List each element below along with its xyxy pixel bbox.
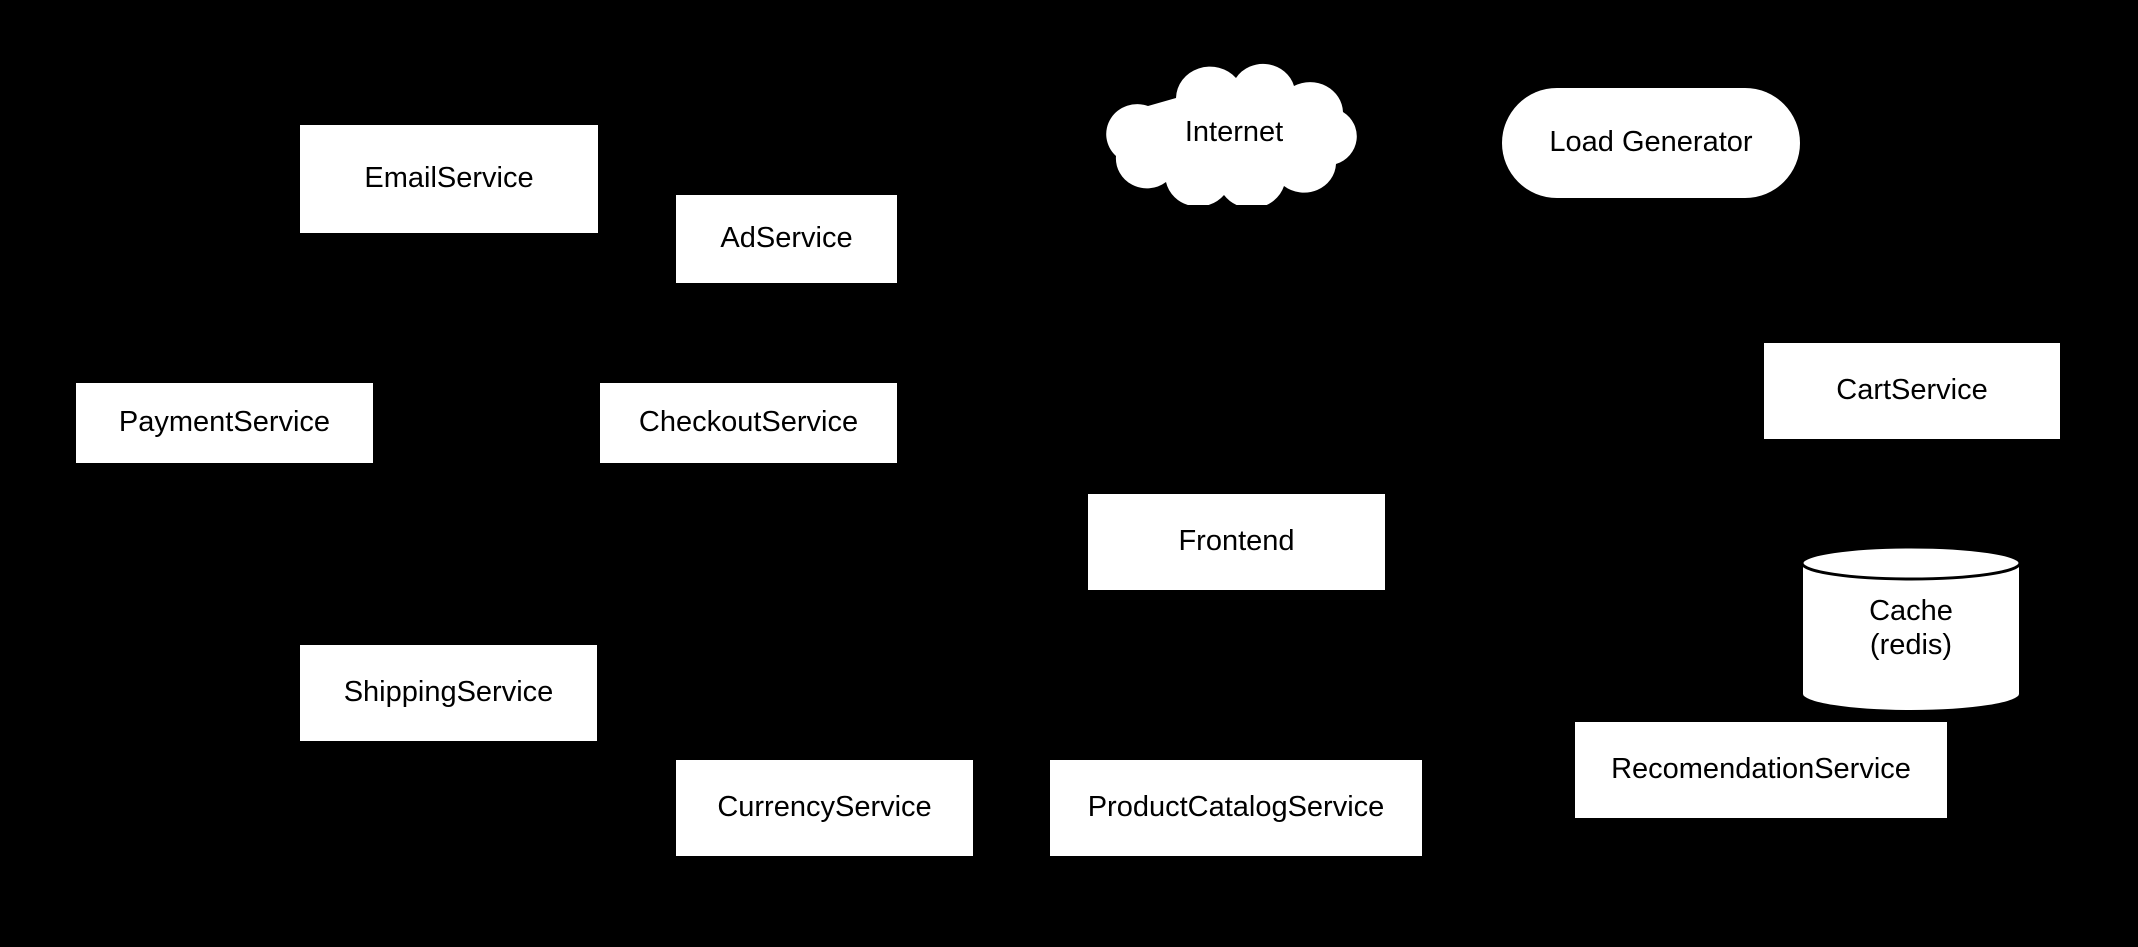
node-payment-service[interactable]: PaymentService — [76, 383, 373, 463]
node-label-load-generator: Load Generator — [1549, 126, 1753, 159]
node-label-ad-service: AdService — [720, 222, 853, 255]
node-ad-service[interactable]: AdService — [676, 195, 897, 283]
node-shipping-service[interactable]: ShippingService — [300, 645, 597, 741]
node-label-recomendation-service: RecomendationService — [1611, 753, 1911, 786]
node-label-shipping-service: ShippingService — [343, 676, 554, 709]
node-recomendation-service[interactable]: RecomendationService — [1575, 722, 1947, 818]
node-currency-service[interactable]: CurrencyService — [676, 760, 973, 856]
node-label-product-catalog-service: ProductCatalogService — [1087, 791, 1385, 824]
node-frontend[interactable]: Frontend — [1088, 494, 1385, 590]
node-label-frontend: Frontend — [1178, 525, 1295, 558]
node-checkout-service[interactable]: CheckoutService — [600, 383, 897, 463]
node-label-payment-service: PaymentService — [118, 406, 331, 439]
node-label-cart-service: CartService — [1836, 374, 1988, 407]
node-internet[interactable]: Internet — [1088, 60, 1380, 205]
node-load-generator[interactable]: Load Generator — [1502, 88, 1800, 198]
node-cart-service[interactable]: CartService — [1764, 343, 2060, 439]
node-cache-redis[interactable]: Cache (redis) — [1800, 545, 2022, 712]
node-label-email-service: EmailService — [364, 162, 534, 195]
node-email-service[interactable]: EmailService — [300, 125, 598, 233]
node-product-catalog-service[interactable]: ProductCatalogService — [1050, 760, 1422, 856]
node-label-currency-service: CurrencyService — [717, 791, 932, 824]
node-label-checkout-service: CheckoutService — [638, 406, 859, 439]
node-label-cache-redis: Cache (redis) — [1869, 595, 1953, 661]
node-label-internet: Internet — [1184, 115, 1284, 148]
